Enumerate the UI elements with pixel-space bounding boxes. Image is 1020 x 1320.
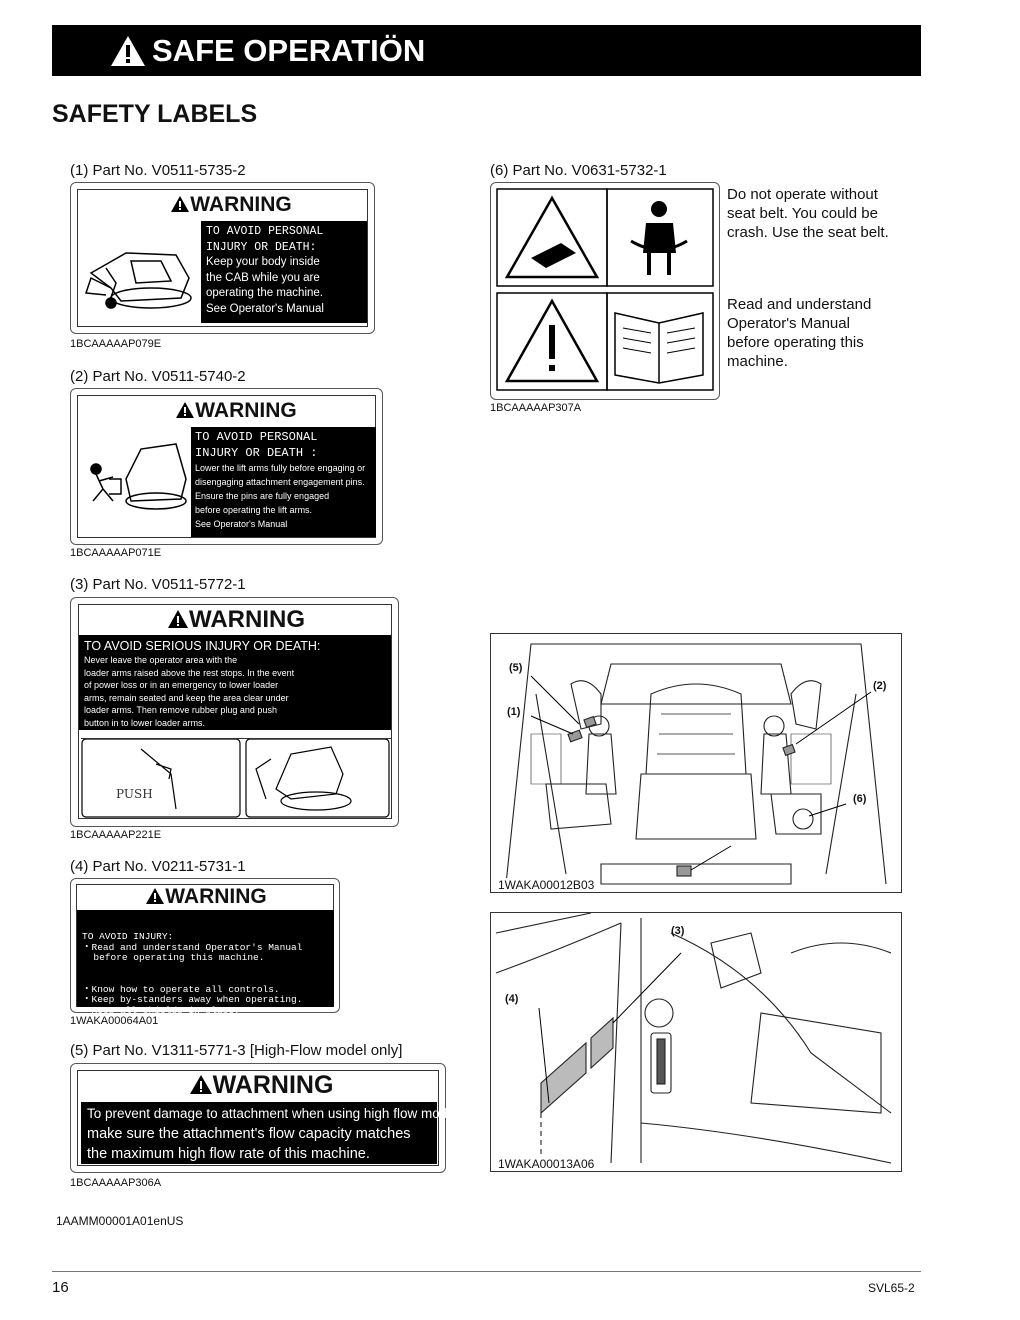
part-label-3: (3) Part No. V0511-5772-1 [70, 576, 246, 593]
safety-label-6 [490, 182, 720, 400]
section-banner: SAFE OPERATIÖN [52, 25, 921, 76]
warning-triangle-icon [110, 35, 146, 67]
footer-divider [52, 1271, 921, 1272]
warning-label-4: WARNING TO AVOID INJURY:・Read and unders… [70, 878, 340, 1068]
warning-heading: WARNING [151, 193, 311, 217]
push-text: PUSH [116, 787, 153, 801]
banner-title: SAFE OPERATIÖN [152, 32, 426, 68]
part-label-4: (4) Part No. V0211-5731-1 [70, 858, 246, 875]
callout-5: (5) [509, 662, 523, 674]
warning-label-3: WARNING TO AVOID SERIOUS INJURY OR DEATH… [70, 597, 399, 827]
push-button-illustration: PUSH [81, 738, 391, 824]
warning-triangle-icon [175, 401, 195, 419]
warning-heading: WARNING [156, 399, 316, 423]
label-code-2: 1BCAAAAAP071E [70, 547, 162, 559]
callout-1: (1) [507, 706, 521, 718]
part-label-2: (2) Part No. V0511-5740-2 [70, 368, 246, 385]
warning-text-panel: TO AVOID PERSONAL INJURY OR DEATH : Lowe… [191, 427, 376, 537]
label-code-4: 1WAKA00064A01 [70, 1015, 159, 1027]
warning-triangle-icon [189, 1074, 213, 1095]
figure-code-1: 1WAKA00012B03 [496, 878, 597, 892]
callout-2: (2) [873, 680, 887, 692]
cab-side-figure: (3) (4) 1WAKA00013A06 [490, 912, 902, 1172]
part-label-6: (6) Part No. V0631-5732-1 [490, 162, 667, 179]
label-code-3: 1BCAAAAAP221E [70, 829, 162, 841]
label-code-6: 1BCAAAAAP307A [490, 402, 582, 414]
warning-triangle-icon [145, 887, 165, 905]
callout-3: (3) [671, 925, 685, 937]
warning-heading: WARNING [171, 1071, 351, 1100]
page-number: 16 [52, 1279, 69, 1296]
warning-text-panel: To prevent damage to attachment when usi… [81, 1102, 458, 1164]
cab-interior-figure: (5) (1) (2) (6) 1WAKA00012B03 [490, 633, 902, 893]
warning-text-panel: TO AVOID SERIOUS INJURY OR DEATH: Never … [79, 635, 391, 730]
warning-heading: WARNING [131, 885, 281, 909]
callout-6: (6) [853, 793, 867, 805]
part-label-1: (1) Part No. V0511-5735-2 [70, 162, 246, 179]
warning-triangle-icon [170, 195, 190, 213]
warning-text-panel: TO AVOID INJURY:・Read and understand Ope… [77, 910, 334, 1068]
document-code: 1AAMM00001A01enUS [56, 1214, 184, 1228]
loader-pins-illustration [81, 439, 189, 519]
warning-triangle-icon [167, 609, 189, 629]
callout-4: (4) [505, 993, 519, 1005]
loader-cab-illustration [81, 233, 196, 318]
label-code-5: 1BCAAAAAP306A [70, 1177, 162, 1189]
warning-label-5: WARNING To prevent damage to attachment … [70, 1063, 458, 1173]
part-label-5: (5) Part No. V1311-5771-3 [High-Flow mod… [70, 1042, 403, 1059]
page-title: SAFETY LABELS [52, 100, 258, 128]
model-name: SVL65-2 [868, 1281, 915, 1295]
warning-heading: WARNING [146, 606, 326, 634]
label-code-1: 1BCAAAAAP079E [70, 338, 162, 350]
warning-label-2: WARNING TO AVOID PERSONAL INJURY OR DEAT… [70, 388, 383, 545]
figure-code-2: 1WAKA00013A06 [496, 1157, 597, 1171]
